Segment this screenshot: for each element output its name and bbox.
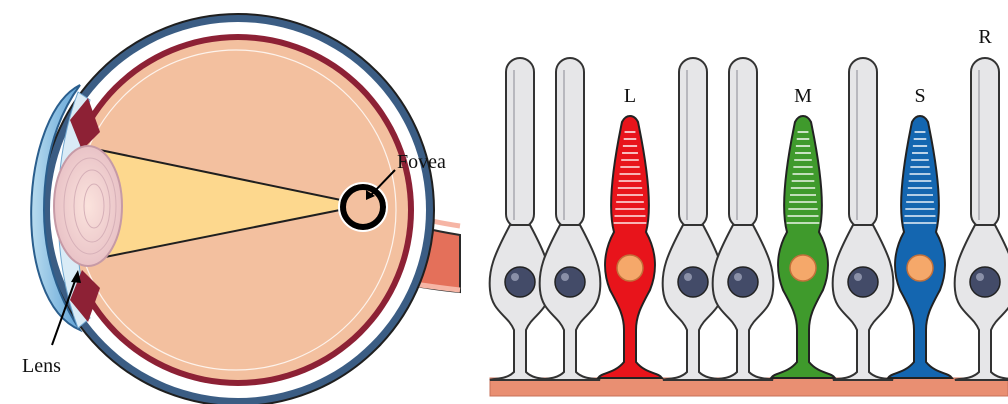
rod-cell-5 <box>713 58 774 380</box>
rod-outer-segment <box>971 58 999 228</box>
cone-body <box>771 116 835 378</box>
rod-cell-7 <box>833 58 894 380</box>
rod-cell-body <box>490 225 551 380</box>
rod-nucleus-highlight <box>734 273 742 281</box>
lens-label: Lens <box>22 355 61 377</box>
retina-panel: L M S R <box>490 26 1008 396</box>
fovea-marker <box>343 187 383 227</box>
rod-nucleus <box>728 267 758 297</box>
cone-nucleus <box>907 255 933 281</box>
rod-nucleus-highlight <box>511 273 519 281</box>
fovea-label: Fovea <box>397 151 446 173</box>
rod-outer-segment <box>556 58 584 228</box>
rod-nucleus <box>505 267 535 297</box>
cone-body <box>888 116 952 378</box>
rod-outer-segment <box>506 58 534 228</box>
rod-cell-4 <box>663 58 724 380</box>
rod-outer-segment <box>729 58 757 228</box>
rod-outer-segment <box>849 58 877 228</box>
cell-label-s: S <box>914 85 925 107</box>
cell-label-r: R <box>978 26 992 48</box>
cone-cell-3: L <box>598 85 662 378</box>
cone-nucleus <box>617 255 643 281</box>
rod-nucleus-highlight <box>854 273 862 281</box>
cone-nucleus <box>790 255 816 281</box>
rod-cell-2 <box>540 58 601 380</box>
cone-body <box>598 116 662 378</box>
rod-nucleus <box>970 267 1000 297</box>
rod-nucleus-highlight <box>684 273 692 281</box>
rod-cell-body <box>833 225 894 380</box>
rod-outer-segment <box>679 58 707 228</box>
rod-cell-body <box>713 225 774 380</box>
rod-cell-body <box>663 225 724 380</box>
cell-label-m: M <box>794 85 812 107</box>
cone-cell-6: M <box>771 85 835 378</box>
cell-label-l: L <box>624 85 636 107</box>
rod-nucleus <box>848 267 878 297</box>
rod-nucleus <box>555 267 585 297</box>
rod-nucleus <box>678 267 708 297</box>
photoreceptor-cells: L M S R <box>490 26 1008 380</box>
eye-cross-section: Fovea Lens <box>22 14 460 404</box>
rod-cell-9: R <box>955 26 1008 380</box>
rod-nucleus-highlight <box>561 273 569 281</box>
cone-cell-8: S <box>888 85 952 378</box>
rod-cell-1 <box>490 58 551 380</box>
rod-nucleus-highlight <box>976 273 984 281</box>
rod-cell-body <box>955 225 1008 380</box>
rod-cell-body <box>540 225 601 380</box>
